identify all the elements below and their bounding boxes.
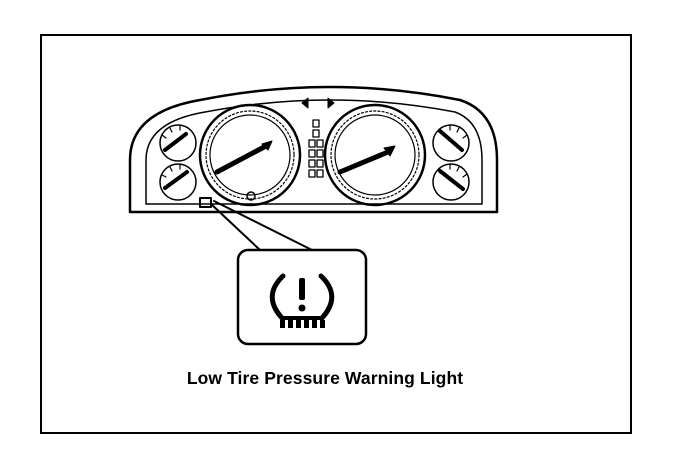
tpms-indicator-location bbox=[199, 197, 212, 208]
left-upper-small-gauge bbox=[159, 124, 197, 162]
tire-pressure-warning-icon bbox=[236, 248, 368, 346]
tachometer-gauge bbox=[323, 103, 427, 207]
cluster-housing bbox=[128, 85, 499, 214]
left-lower-small-gauge bbox=[159, 163, 197, 201]
center-indicator-lamps bbox=[308, 119, 324, 178]
callout-leader-lines bbox=[210, 200, 313, 251]
right-lower-small-gauge bbox=[432, 163, 470, 201]
turn-signal-arrows bbox=[301, 97, 335, 109]
diagram-caption: Low Tire Pressure Warning Light bbox=[186, 368, 464, 388]
right-upper-small-gauge bbox=[432, 124, 470, 162]
speedometer-gauge bbox=[198, 103, 302, 207]
